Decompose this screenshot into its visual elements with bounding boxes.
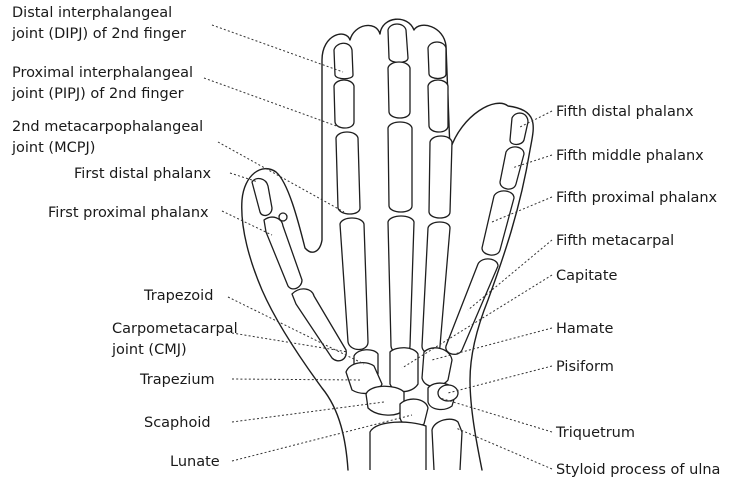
scaphoid-bone xyxy=(366,386,404,415)
label-cmj-line2: joint (CMJ) xyxy=(111,342,187,358)
pisiform-bone xyxy=(438,385,458,401)
label-trapezium: Trapezium xyxy=(139,372,215,388)
label-fifth-proximal-phalanx: Fifth proximal phalanx xyxy=(556,190,718,206)
label-fifth-metacarpal: Fifth metacarpal xyxy=(556,233,674,249)
label-lunate: Lunate xyxy=(170,454,220,470)
label-pipj-line1: Proximal interphalangeal xyxy=(12,65,193,81)
label-hamate: Hamate xyxy=(556,321,613,337)
right-labels: Fifth distal phalanx Fifth middle phalan… xyxy=(555,104,720,478)
radius-bone xyxy=(370,422,426,470)
little-finger-bones xyxy=(446,113,528,354)
label-mcpj-line1: 2nd metacarpophalangeal xyxy=(12,119,203,135)
hamate-bone xyxy=(422,348,452,387)
label-pipj-line2: joint (PIPJ) of 2nd finger xyxy=(11,86,184,102)
label-trapezoid: Trapezoid xyxy=(143,288,213,304)
label-styloid-process-ulna: Styloid process of ulna xyxy=(556,462,720,478)
label-pisiform: Pisiform xyxy=(556,359,614,375)
capitate-bone xyxy=(390,348,418,392)
label-mcpj-line2: joint (MCPJ) xyxy=(11,140,95,156)
label-scaphoid: Scaphoid xyxy=(144,415,211,431)
left-labels: Distal interphalangeal joint (DIPJ) of 2… xyxy=(11,5,238,470)
label-first-distal-phalanx: First distal phalanx xyxy=(74,166,212,182)
forearm-bones xyxy=(370,419,462,470)
label-dipj-line1: Distal interphalangeal xyxy=(12,5,172,21)
label-capitate: Capitate xyxy=(556,268,617,284)
index-finger-bones xyxy=(334,43,368,349)
label-fifth-middle-phalanx: Fifth middle phalanx xyxy=(556,148,704,164)
label-fifth-distal-phalanx: Fifth distal phalanx xyxy=(556,104,694,120)
ring-finger-bones xyxy=(422,42,452,354)
label-cmj-line1: Carpometacarpal xyxy=(112,321,238,337)
ulna-bone xyxy=(432,419,462,470)
label-first-proximal-phalanx: First proximal phalanx xyxy=(48,205,209,221)
label-dipj-line2: joint (DIPJ) of 2nd finger xyxy=(11,26,186,42)
middle-finger-bones xyxy=(388,24,414,354)
carpal-bones xyxy=(346,348,458,427)
label-triquetrum: Triquetrum xyxy=(555,425,635,441)
